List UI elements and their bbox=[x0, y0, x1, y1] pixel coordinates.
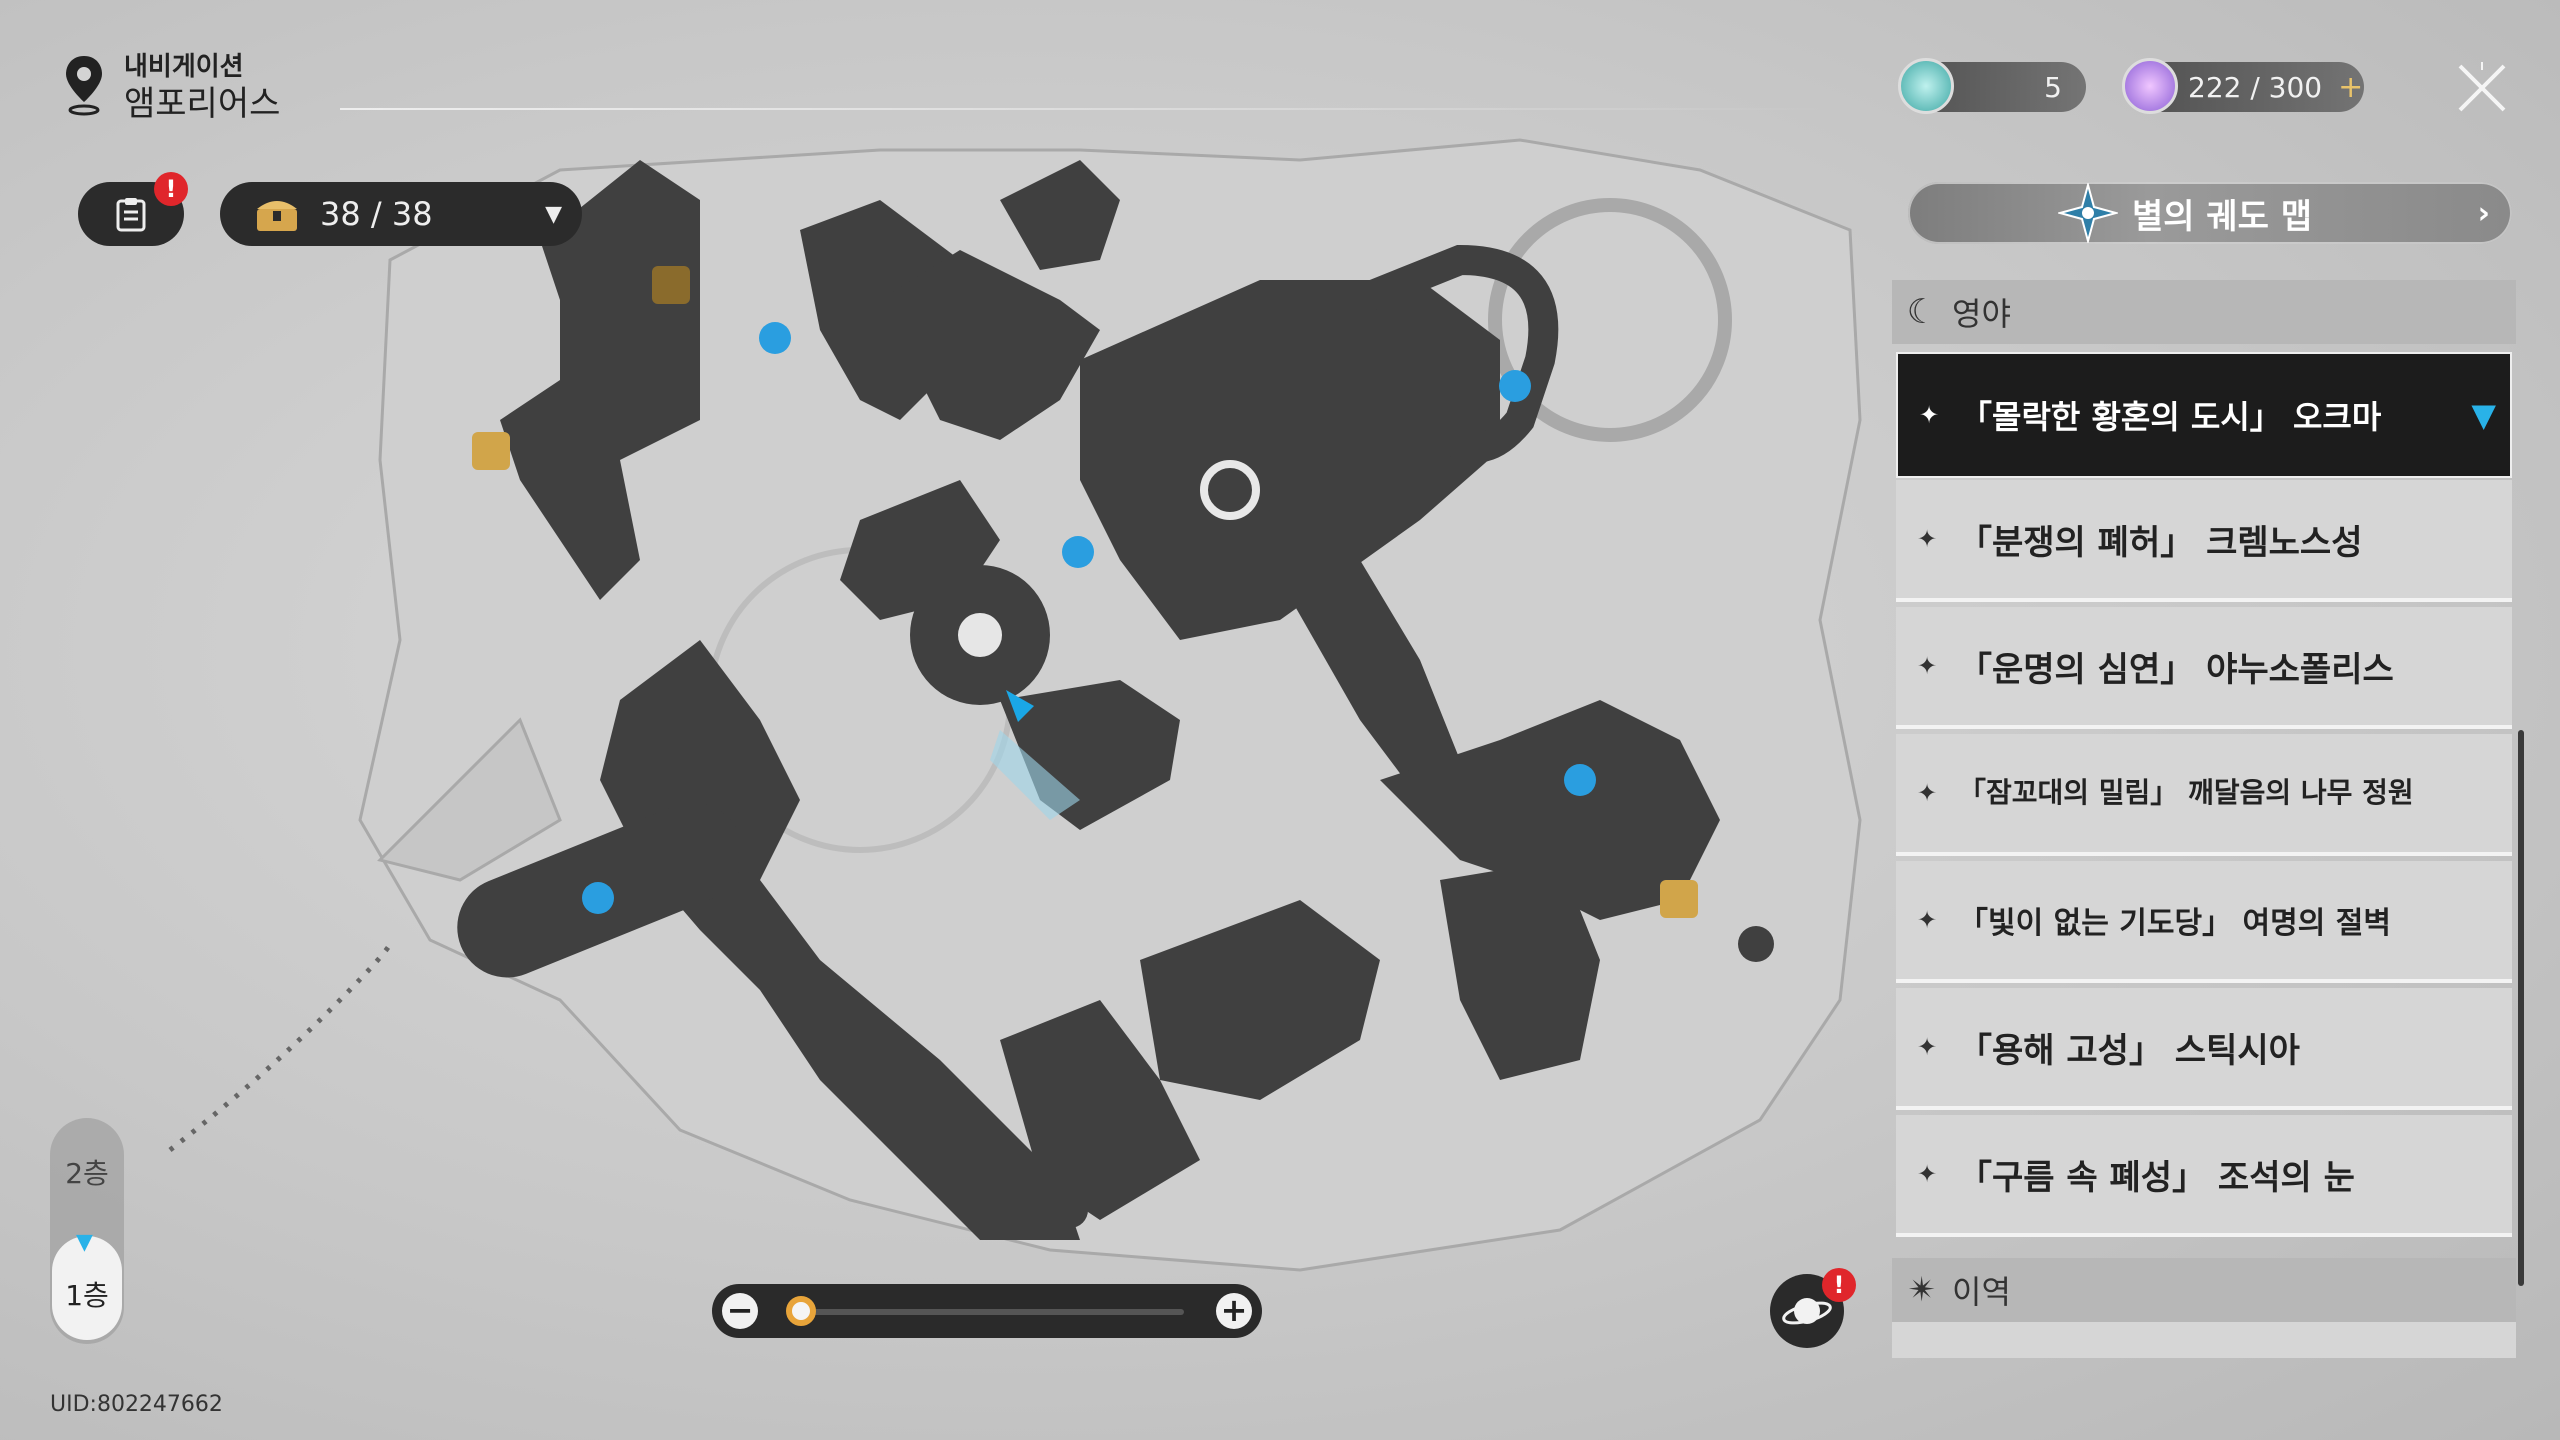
fuel-icon bbox=[1898, 58, 1954, 114]
star-bullet-icon: ✦ bbox=[1916, 652, 1938, 680]
close-icon[interactable] bbox=[2452, 58, 2512, 118]
treasure-chest-selector[interactable]: 38 / 38 ▼ bbox=[220, 182, 582, 246]
add-power-button[interactable]: + bbox=[2338, 69, 2364, 105]
world-item-dawn-cliff[interactable]: ✦ 「빛이 없는 기도당」 여명의 절벽 bbox=[1896, 861, 2512, 983]
star-bullet-icon: ✦ bbox=[1916, 779, 1938, 807]
zoom-control: − + bbox=[712, 1284, 1262, 1338]
world-item-label: 「구름 속 폐성」 조석의 눈 bbox=[1958, 1157, 2355, 1198]
arena-ring bbox=[1354, 244, 1559, 463]
dotted-trail bbox=[168, 937, 394, 1152]
star-bullet-icon: ✦ bbox=[1916, 1033, 1938, 1061]
zoom-in-button[interactable]: + bbox=[1216, 1293, 1252, 1329]
south-block bbox=[1140, 900, 1380, 1100]
courtyard-ring-small bbox=[1200, 460, 1260, 520]
mission-alert-badge: ! bbox=[154, 172, 188, 206]
zoom-track[interactable] bbox=[790, 1309, 1184, 1315]
floor-1-label: 1층 bbox=[65, 1279, 109, 1312]
world-item-label: 「잠꼬대의 밀림」 깨달음의 나무 정원 bbox=[1958, 776, 2414, 809]
central-hall bbox=[1080, 280, 1500, 640]
world-item-styxia[interactable]: ✦ 「용해 고성」 스틱시아 bbox=[1896, 988, 2512, 1110]
planet-alert-badge: ! bbox=[1822, 1268, 1856, 1302]
rotunda-core bbox=[958, 613, 1002, 657]
chevron-down-icon: ▼ bbox=[545, 201, 562, 227]
star-bullet-icon: ✦ bbox=[1916, 525, 1938, 553]
category-yeongya[interactable]: ☾ 영야 bbox=[1892, 280, 2516, 344]
zoom-out-button[interactable]: − bbox=[722, 1293, 758, 1329]
navigation-title: 내비게이션 앰포리어스 bbox=[62, 52, 280, 126]
player-marker bbox=[1006, 690, 1034, 722]
user-id: UID:802247662 bbox=[50, 1392, 223, 1417]
exit-markers bbox=[472, 266, 1698, 918]
world-item-enlightenment-grove[interactable]: ✦ 「잠꼬대의 밀림」 깨달음의 나무 정원 bbox=[1896, 734, 2512, 856]
category-label: 영야 bbox=[1952, 295, 2011, 333]
fuel-resource[interactable]: 5 bbox=[1898, 58, 2086, 114]
world-item-okhema[interactable]: ✦ 「몰락한 황혼의 도시」 오크마 ▼ bbox=[1896, 352, 2512, 478]
zoom-handle[interactable] bbox=[786, 1296, 816, 1326]
north-block-c bbox=[1000, 160, 1120, 270]
west-wing bbox=[500, 160, 700, 600]
floor-2-button[interactable]: 2층 bbox=[65, 1157, 109, 1190]
map-canvas[interactable] bbox=[0, 0, 1900, 1440]
panel-scrollbar[interactable] bbox=[2518, 730, 2524, 1286]
star-bullet-icon: ✦ bbox=[1916, 906, 1938, 934]
chest-count: 38 / 38 bbox=[320, 195, 433, 233]
trailblaze-power-icon bbox=[2122, 58, 2178, 114]
star-rail-map-button[interactable]: 별의 궤도 맵 › bbox=[1908, 182, 2512, 244]
navigation-label: 내비게이션 bbox=[124, 52, 244, 82]
location-pin-icon bbox=[66, 56, 102, 116]
planet-icon bbox=[1782, 1298, 1832, 1325]
interastral-map-button[interactable]: ! bbox=[1770, 1268, 1856, 1348]
trailblaze-power-count: 222 / 300 bbox=[2188, 70, 2323, 104]
mission-log-button[interactable]: ! bbox=[78, 172, 188, 246]
current-floor-icon: ▼ bbox=[76, 1230, 93, 1255]
clipboard-icon bbox=[116, 198, 146, 232]
category-iyeok[interactable]: ✴ 이역 bbox=[1892, 1258, 2516, 1322]
floor-selector: 2층 ▼ 1층 bbox=[50, 1118, 124, 1344]
header-divider bbox=[340, 108, 1840, 110]
world-item-label: 「빛이 없는 기도당」 여명의 절벽 bbox=[1958, 906, 2391, 941]
south-lower bbox=[1000, 1000, 1200, 1220]
terrain-spur bbox=[377, 717, 562, 882]
chevron-right-icon: › bbox=[2477, 195, 2490, 231]
star-rail-map-title: 별의 궤도 맵 bbox=[2131, 196, 2313, 237]
world-item-label: 「분쟁의 폐허」 크렘노스성 bbox=[1958, 522, 2363, 563]
star-bullet-icon: ✦ bbox=[1916, 1160, 1938, 1188]
southwest-hall bbox=[600, 640, 1080, 1240]
world-item-label: 「운명의 심연」 야누소폴리스 bbox=[1958, 649, 2394, 690]
terrain-arena-shadow bbox=[1488, 198, 1732, 442]
central-annex bbox=[840, 480, 1000, 620]
east-block bbox=[1380, 700, 1720, 920]
world-item-janusopolis[interactable]: ✦ 「운명의 심연」 야누소폴리스 bbox=[1896, 607, 2512, 729]
world-item-label: 「용해 고성」 스틱시아 bbox=[1958, 1030, 2300, 1071]
location-name: 앰포리어스 bbox=[124, 84, 281, 124]
fuel-count: 5 bbox=[2044, 70, 2062, 104]
world-item-kremnos[interactable]: ✦ 「분쟁의 폐허」 크렘노스성 bbox=[1896, 480, 2512, 602]
world-item-label: 「몰락한 황혼의 도시」 오크마 bbox=[1960, 398, 2382, 436]
world-list-panel: ☾ 영야 ✦ 「몰락한 황혼의 도시」 오크마 ▼ ✦ 「분쟁의 폐허」 크렘노… bbox=[1892, 280, 2520, 1360]
southeast-block bbox=[1440, 860, 1600, 1080]
starburst-icon: ✴ bbox=[1907, 1270, 1937, 1310]
category-label: 이역 bbox=[1952, 1273, 2011, 1311]
trailblaze-power-resource[interactable]: 222 / 300 + bbox=[2122, 58, 2364, 114]
treasure-chest-icon bbox=[257, 201, 297, 231]
current-location-icon: ▼ bbox=[2471, 396, 2496, 434]
world-item-eye-of-tides[interactable]: ✦ 「구름 속 폐성」 조석의 눈 bbox=[1896, 1115, 2512, 1237]
teleport-markers bbox=[582, 322, 1596, 914]
east-tower bbox=[1738, 926, 1774, 962]
floor-1-button[interactable]: ▼ 1층 bbox=[52, 1230, 122, 1340]
star-bullet-icon: ✦ bbox=[1918, 401, 1940, 429]
south-tower bbox=[1052, 1192, 1088, 1228]
star-compass-icon bbox=[2058, 183, 2118, 243]
highlight-beam bbox=[990, 730, 1080, 820]
crescent-moon-icon: ☾ bbox=[1906, 292, 1938, 332]
east-corridor bbox=[1280, 560, 1460, 800]
list-footer bbox=[1892, 1322, 2516, 1358]
north-block-b bbox=[880, 250, 1100, 440]
